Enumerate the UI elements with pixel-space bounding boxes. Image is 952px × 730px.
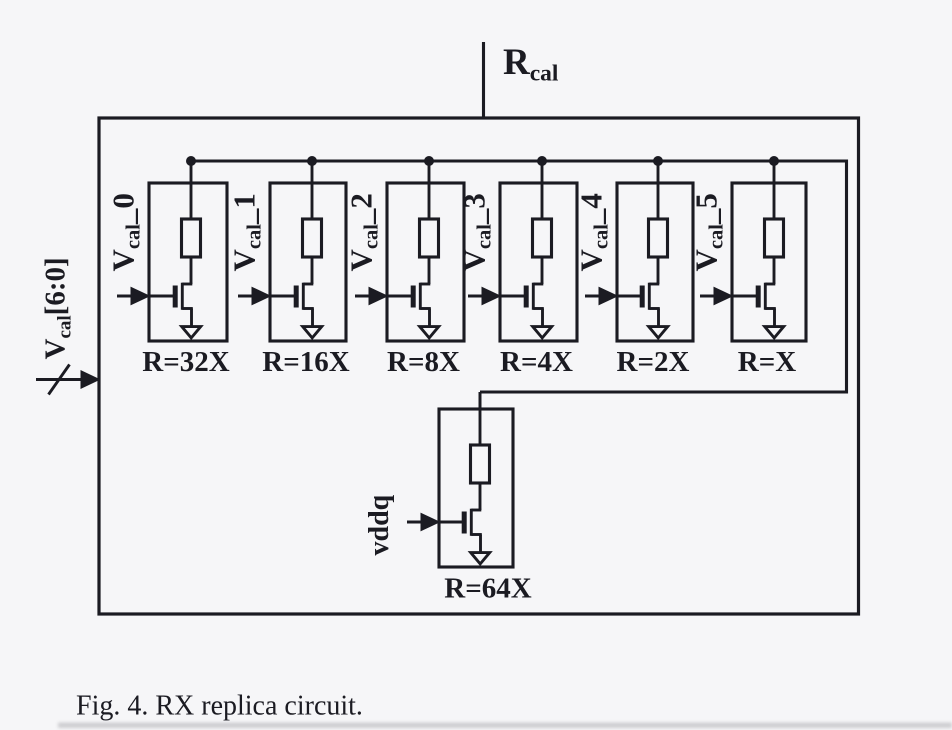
svg-text:R=X: R=X (738, 346, 796, 378)
svg-text:Vcal_1: Vcal_1 (227, 193, 266, 271)
svg-text:R=64X: R=64X (444, 573, 531, 605)
svg-text:R=32X: R=32X (142, 346, 229, 378)
svg-text:Fig. 4. RX replica circuit.: Fig. 4. RX replica circuit. (76, 691, 363, 722)
svg-text:R=2X: R=2X (617, 346, 690, 378)
svg-text:R=8X: R=8X (387, 346, 460, 378)
svg-text:Vcal_3: Vcal_3 (457, 193, 496, 271)
svg-text:vddq: vddq (364, 494, 395, 555)
svg-text:R=16X: R=16X (262, 346, 349, 378)
svg-text:Vcal[6:0]: Vcal[6:0] (40, 257, 76, 359)
svg-text:R=4X: R=4X (500, 346, 573, 378)
svg-text:Vcal_2: Vcal_2 (344, 193, 383, 271)
